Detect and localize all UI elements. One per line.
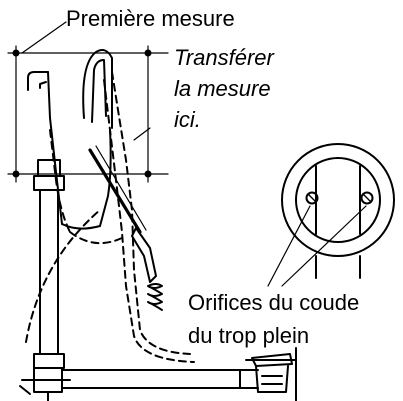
measurement-frame (7, 21, 169, 183)
orifice-leader-lines (267, 205, 367, 287)
inset-elbow-face (281, 143, 395, 279)
transfer-line-2: la mesure (174, 76, 271, 101)
transfer-line-1: Transférer (174, 45, 274, 70)
orifice-screws (305, 191, 374, 205)
overflow-orifices-label: Orifices du coude du trop plein (188, 286, 359, 352)
measurement-dots (12, 49, 152, 178)
transfer-line-3: ici. (174, 107, 201, 132)
overflow-pipe (33, 159, 65, 369)
orifices-line-1: Orifices du coude (188, 290, 360, 315)
linkage (88, 145, 163, 311)
drain-shoe (245, 347, 297, 401)
overflow-elbow-dashed (25, 71, 195, 363)
orifices-line-2: du trop plein (188, 323, 310, 348)
transfer-measure-label: Transférer la mesure ici. (174, 42, 274, 135)
first-measure-label: Première mesure (66, 6, 235, 31)
drain-tee (19, 367, 259, 401)
